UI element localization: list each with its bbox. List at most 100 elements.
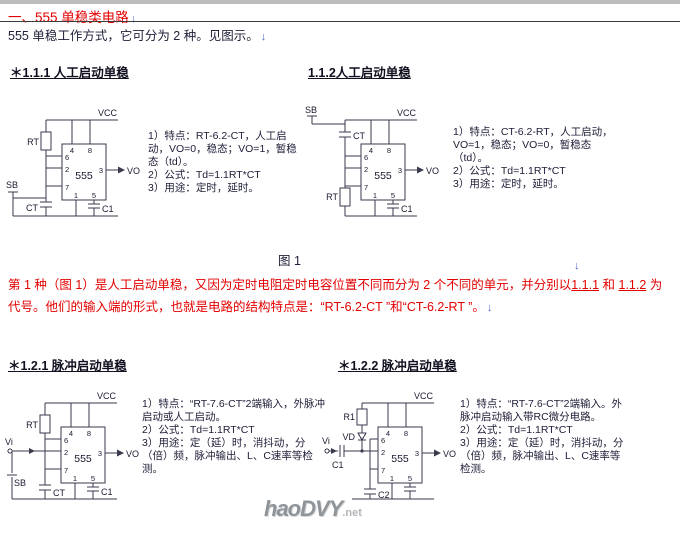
paragraph-mark: ↓ bbox=[486, 302, 493, 314]
input-arrow-icon bbox=[331, 448, 337, 454]
body-paragraph: 第 1 种（图 1）是人工启动单稳，又因为定时电阻定时电容位置不同而分为 2 个… bbox=[8, 274, 663, 319]
paragraph-mark: ↓ bbox=[574, 260, 580, 272]
intro-row: 555 单稳工作方式，它可分为 2 种。见图示。↓ bbox=[8, 25, 266, 44]
note-line: 1）特点：RT-6.2-CT，人工启动，VO=0，稳态；VO=1，暂稳态（td）… bbox=[148, 130, 297, 168]
paragraph-text: 为代号。他们的输入端的形式，也就是电路的结构特点是：“RT-6.2-CT ”和“… bbox=[8, 278, 663, 314]
label-rt: RT bbox=[27, 137, 39, 147]
capacitor-ct bbox=[339, 131, 351, 138]
title-row: 一、555 单稳类电路↓ bbox=[8, 6, 136, 26]
pin-8: 8 bbox=[88, 146, 92, 155]
circuit-notes-112: 1）特点：CT-6.2-RT，人工启动，VO=1，稳态；VO=0，暂稳态（td）… bbox=[453, 126, 625, 191]
section-heading-112-label: 1.1.2人工启动单稳 bbox=[308, 66, 411, 80]
note-line: 3）用途：定时，延时。 bbox=[453, 178, 564, 190]
chip-555-box bbox=[60, 426, 106, 484]
label-c1: C1 bbox=[401, 204, 413, 214]
resistor-rt bbox=[339, 187, 351, 207]
capacitor-ct bbox=[40, 201, 52, 208]
note-line: 2）公式：Td=1.1RT*CT bbox=[142, 424, 255, 436]
capacitor-ct bbox=[39, 484, 51, 491]
note-line: 3）用途：定时，延时。 bbox=[148, 182, 259, 194]
window-top-edge bbox=[0, 0, 680, 4]
label-ct: CT bbox=[353, 131, 365, 141]
capacitor-c1 bbox=[88, 203, 100, 209]
wires bbox=[12, 119, 120, 217]
chip-555-label: 555 bbox=[391, 453, 409, 465]
note-line: 1）特点：“RT-7.6-CT”2端输入。外脉冲启动输入带RC微分电路。 bbox=[460, 398, 622, 423]
pin-1: 1 bbox=[73, 474, 77, 483]
output-arrow-icon bbox=[417, 166, 424, 174]
pin-8: 8 bbox=[87, 429, 91, 438]
title-divider bbox=[0, 21, 680, 22]
label-c1: C1 bbox=[101, 487, 113, 497]
pin-5: 5 bbox=[91, 474, 95, 483]
pin-8: 8 bbox=[387, 146, 391, 155]
label-sb: SB bbox=[6, 180, 18, 190]
circuit-notes-111: 1）特点：RT-6.2-CT，人工启动，VO=0，稳态；VO=1，暂稳态（td）… bbox=[148, 130, 306, 195]
coupling-capacitor-c1 bbox=[339, 445, 345, 457]
wires bbox=[11, 402, 119, 500]
section-heading-121-label: ＊1.2.1 脉冲启动单稳 bbox=[8, 359, 127, 373]
label-ct: CT bbox=[53, 488, 65, 498]
circuit-notes-121: 1）特点：“RT-7.6-CT”2端输入，外脉冲启动或人工启动。 2）公式：Td… bbox=[142, 398, 328, 476]
doc-title: 一、555 单稳类电路 bbox=[8, 10, 129, 25]
bypass-capacitor bbox=[404, 486, 416, 492]
circuit-diagram-122: VCC R1 VD Vi C1 C2 VO 555 6 2 7 4 8 3 1 … bbox=[322, 391, 456, 500]
note-line: 3）用途：定（延）时，消抖动，分（倍）频，脉冲输出、L、C速率等检测。 bbox=[460, 437, 624, 475]
section-heading-111-label: ＊1.1.1 人工启动单稳 bbox=[10, 66, 129, 80]
output-arrow-icon bbox=[117, 449, 124, 457]
watermark-tld: .net bbox=[342, 507, 362, 519]
label-c1: C1 bbox=[332, 460, 344, 470]
chip-555-label: 555 bbox=[75, 170, 93, 182]
chip-555-box bbox=[61, 143, 107, 201]
pin-2: 2 bbox=[364, 165, 368, 174]
output-arrow-icon bbox=[118, 166, 125, 174]
pin-4: 4 bbox=[69, 429, 73, 438]
wires bbox=[311, 116, 419, 217]
label-vo: VO bbox=[443, 449, 456, 459]
pin-7: 7 bbox=[381, 466, 385, 475]
circuit-diagram-112: VCC SB CT RT C1 VO 555 6 2 7 4 8 3 1 5 bbox=[305, 105, 439, 217]
label-rt: RT bbox=[26, 420, 38, 430]
label-vcc: VCC bbox=[98, 108, 118, 118]
label-vd: VD bbox=[342, 432, 355, 442]
paragraph-mark: ↓ bbox=[130, 13, 137, 25]
pin-2: 2 bbox=[65, 165, 69, 174]
pin-6: 6 bbox=[65, 153, 69, 162]
note-line: 3）用途：定（延）时，消抖动，分（倍）频，脉冲输出、L、C速率等检测。 bbox=[142, 437, 313, 475]
pin-5: 5 bbox=[92, 191, 96, 200]
circuit-notes-122: 1）特点：“RT-7.6-CT”2端输入。外脉冲启动输入带RC微分电路。 2）公… bbox=[460, 398, 626, 476]
chip-555-box bbox=[360, 143, 406, 201]
chip-555-box bbox=[377, 426, 423, 484]
label-vi: Vi bbox=[5, 437, 13, 447]
label-c1: C1 bbox=[102, 204, 114, 214]
label-sb: SB bbox=[14, 478, 26, 488]
note-line: 1）特点：CT-6.2-RT，人工启动，VO=1，稳态；VO=0，暂稳态（td）… bbox=[453, 126, 613, 164]
pin-6: 6 bbox=[381, 436, 385, 445]
xref-link-112[interactable]: 1.1.2 bbox=[618, 278, 647, 292]
circuit-diagram-121: VCC RT Vi SB CT C1 VO 555 6 2 7 4 8 3 1 … bbox=[5, 391, 139, 500]
paragraph-text: 第 1 种（图 1）是人工启动单稳，又因为定时电阻定时电容位置不同而分为 2 个… bbox=[8, 278, 572, 292]
doc-intro: 555 单稳工作方式，它可分为 2 种。见图示。 bbox=[8, 29, 259, 43]
pin-1: 1 bbox=[74, 191, 78, 200]
node-dot bbox=[360, 449, 364, 453]
paragraph-text: 和 bbox=[599, 278, 619, 292]
label-vo: VO bbox=[127, 166, 140, 176]
xref-link-111[interactable]: 1.1.1 bbox=[571, 278, 600, 292]
pin-3: 3 bbox=[99, 166, 103, 175]
pin-8: 8 bbox=[404, 429, 408, 438]
label-vo: VO bbox=[126, 449, 139, 459]
pin-5: 5 bbox=[391, 191, 395, 200]
paragraph-mark: ↓ bbox=[260, 31, 267, 43]
section-heading-112: 1.1.2人工启动单稳 bbox=[308, 62, 411, 81]
label-vi: Vi bbox=[322, 436, 330, 446]
capacitor-c2 bbox=[364, 488, 376, 495]
chip-555-label: 555 bbox=[74, 453, 92, 465]
watermark-text: haoDVY bbox=[264, 496, 343, 521]
label-rt: RT bbox=[326, 192, 338, 202]
resistor-r1 bbox=[356, 408, 368, 426]
pin-6: 6 bbox=[64, 436, 68, 445]
note-line: 1）特点：“RT-7.6-CT”2端输入，外脉冲启动或人工启动。 bbox=[142, 398, 325, 423]
label-vcc: VCC bbox=[97, 391, 117, 401]
pin-2: 2 bbox=[381, 448, 385, 457]
label-vcc: VCC bbox=[414, 391, 434, 401]
